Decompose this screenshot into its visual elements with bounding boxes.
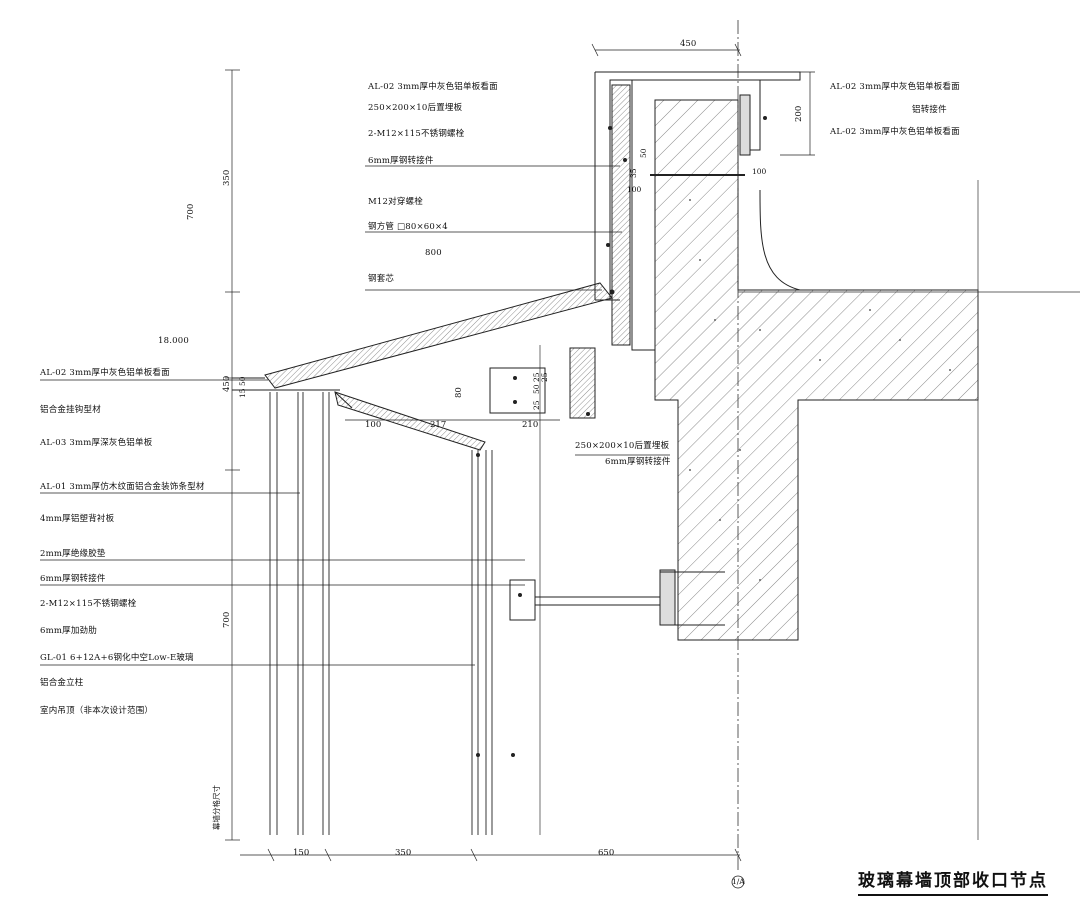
label-left-3: AL-03 3mm厚深灰色铝单板 [40,438,153,448]
label-right-aluminum-connector: 铝转接件 [912,105,947,115]
dim-mid-100: 100 [365,420,382,430]
concrete-specks [689,199,951,581]
bolts [476,116,767,757]
curtain-wall-division-label: 幕墙分格尺寸 [212,785,221,830]
label-left-1: AL-02 3mm厚中灰色铝单板看面 [40,368,170,378]
label-right-panel-1: AL-02 3mm厚中灰色铝单板看面 [830,82,960,92]
dim-bottom-350: 350 [395,848,412,858]
label-coping-panel: AL-02 3mm厚中灰色铝单板看面 [368,82,498,92]
label-through-bolt: M12对穿螺栓 [368,197,423,207]
dim-r-50: 50 [639,148,648,158]
dim-r-25c: 25 [540,372,549,382]
dim-50-left: 50 [238,376,247,386]
dim-top-450: 450 [680,39,697,49]
dim-bottom-150: 150 [293,848,310,858]
concrete-structure [654,99,979,641]
label-steel-tube: 钢方管 □80×60×4 [368,222,448,232]
steel-brackets [489,347,725,626]
label-left-7: 6mm厚钢转接件 [40,574,106,584]
dim-left-450: 450 [222,375,232,392]
drawing-title: 玻璃幕墙顶部收口节点 [858,866,1048,896]
lower-slope [334,391,486,451]
label-mid-plate: 250×200×10后置埋板 [575,441,670,451]
label-left-6: 2mm厚绝缘胶垫 [40,549,106,559]
dim-left-350: 350 [222,169,232,186]
label-steel-connector: 6mm厚钢转接件 [368,156,434,166]
label-left-2: 铝合金挂钩型材 [40,405,101,415]
label-stainless-bolts: 2-M12×115不锈钢螺栓 [368,129,465,139]
dim-r-100b: 100 [627,185,642,194]
sloped-top-panel [232,282,613,391]
axis-label: 1/A [732,877,745,886]
label-left-10: GL-01 6+12A+6钢化中空Low-E玻璃 [40,653,194,663]
dim-15: 15 [238,388,247,398]
dim-800: 800 [425,248,442,258]
dim-mid-80: 80 [454,387,464,398]
dim-right-200: 200 [794,105,804,122]
dim-bottom-650: 650 [598,848,615,858]
mullions [269,392,493,835]
dim-r-35: 35 [629,168,638,178]
dim-left-700-lower: 700 [222,611,232,628]
label-left-9: 6mm厚加劲肋 [40,626,97,636]
label-right-panel-2: AL-02 3mm厚中灰色铝单板看面 [830,127,960,137]
dim-r-100a: 100 [752,167,767,176]
dim-left-700-upper: 700 [186,203,196,220]
dimension-lines [225,43,815,862]
axis-bubble [731,875,745,889]
label-steel-core: 钢套芯 [368,274,395,284]
label-left-11: 铝合金立柱 [40,678,84,688]
label-left-8: 2-M12×115不锈钢螺栓 [40,599,137,609]
label-mid-connector: 6mm厚钢转接件 [605,457,671,467]
dim-r-25b: 25 [532,400,541,410]
label-left-12: 室内吊顶（非本次设计范围） [40,706,154,716]
label-embedded-plate: 250×200×10后置埋板 [368,103,463,113]
parapet-coping [594,71,801,351]
dim-mid-210: 210 [522,420,539,430]
label-left-4: AL-01 3mm厚仿木纹面铝合金装饰条型材 [40,482,205,492]
dim-mid-217: 217 [430,420,447,430]
dim-r-50b: 50 [532,384,541,394]
leader-lines [40,165,670,666]
elevation-label: 18.000 [158,336,189,346]
label-left-5: 4mm厚铝塑背衬板 [40,514,115,524]
